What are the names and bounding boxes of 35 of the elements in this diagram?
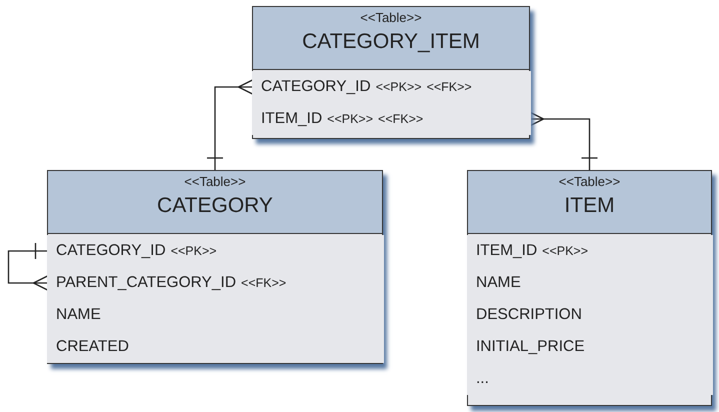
column-name: CATEGORY_ID xyxy=(261,78,371,96)
relationship-line xyxy=(206,79,254,170)
relationship-line xyxy=(8,242,48,291)
key-stereotype: <<PK>> xyxy=(170,244,217,258)
relationship-line xyxy=(528,111,598,170)
table-card xyxy=(467,170,712,406)
key-stereotype: <<PK>> xyxy=(376,80,422,94)
table-name: ITEM xyxy=(564,193,615,219)
key-stereotype: <<PK>> xyxy=(327,112,374,126)
attribute-row xyxy=(252,103,530,135)
table-name: CATEGORY_ITEM xyxy=(302,29,480,55)
stereotype-label: <<Table>> xyxy=(558,174,620,189)
column-name: INITIAL_PRICE xyxy=(476,338,585,356)
stereotype-label: <<Table>> xyxy=(360,10,422,25)
column-name: CREATED xyxy=(56,338,129,356)
column-name: ITEM_ID xyxy=(261,110,322,128)
table-card xyxy=(47,170,383,364)
key-stereotype: <<FK>> xyxy=(378,112,424,126)
column-name: ITEM_ID xyxy=(476,242,538,260)
key-stereotype: <<FK>> xyxy=(241,276,286,290)
column-name: DESCRIPTION xyxy=(476,306,582,324)
attribute-row xyxy=(46,331,384,363)
column-name: NAME xyxy=(476,274,521,292)
attribute-row xyxy=(252,71,530,103)
stereotype-label: <<Table>> xyxy=(184,174,246,189)
column-name: ... xyxy=(476,370,489,388)
table-name: CATEGORY xyxy=(157,193,273,219)
key-stereotype: <<FK>> xyxy=(426,80,472,94)
attribute-row xyxy=(46,235,384,267)
key-stereotype: <<PK>> xyxy=(542,244,588,258)
column-name: PARENT_CATEGORY_ID xyxy=(56,274,236,292)
attribute-row xyxy=(466,235,712,267)
table-card xyxy=(252,6,530,139)
column-name: CATEGORY_ID xyxy=(56,242,166,260)
column-name: NAME xyxy=(56,306,101,324)
